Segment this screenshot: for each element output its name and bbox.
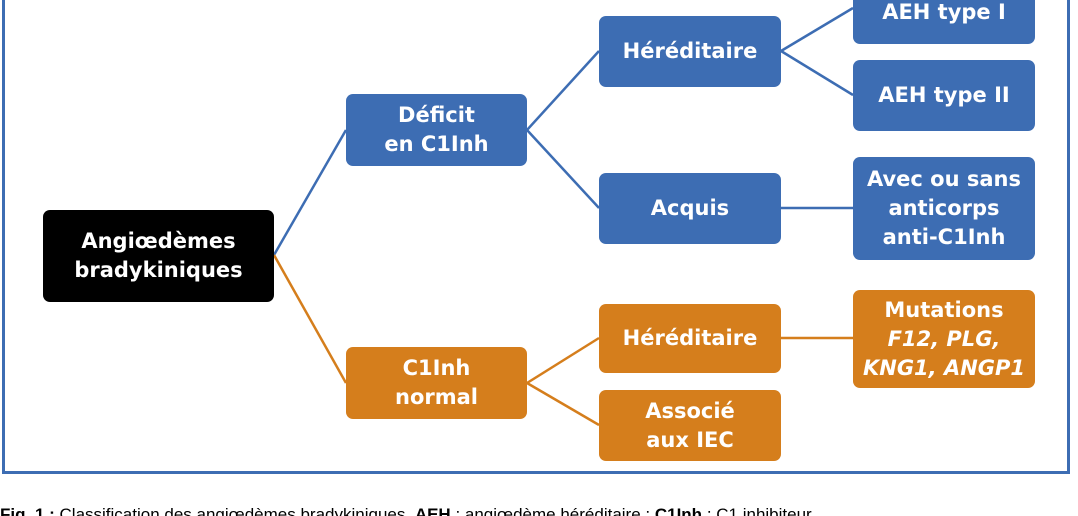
node-label-line: Héréditaire: [622, 326, 758, 350]
node-label-line: Associé: [645, 398, 735, 423]
caption-fig-label: Fig. 1 :: [0, 505, 55, 516]
connector-deficit-hered: [526, 50, 600, 131]
node-label-line: bradykiniques: [74, 258, 243, 282]
node-label-line: anti-C1Inh: [882, 225, 1006, 249]
connector-deficit-acquis: [526, 129, 600, 209]
node-avec-ou-sans-anticorps: Avec ou sans anticorps anti-C1Inh: [853, 157, 1035, 260]
node-label-line: AEH type I: [882, 0, 1006, 24]
node-acquis: Acquis: [599, 173, 781, 244]
node-label-line: C1Inh: [402, 356, 471, 380]
node-label-line: Déficit: [398, 103, 475, 127]
caption-text: : angiœdème héréditaire ;: [455, 505, 651, 516]
caption-abbr-aeh: AEH: [414, 505, 451, 516]
connector-hered-aeh2: [780, 49, 854, 97]
node-mutations: Mutations F12, PLG, KNG1, ANGP1: [853, 290, 1035, 388]
node-associe-iec: Associé aux IEC: [599, 390, 781, 461]
connector-root-normal: [272, 254, 348, 384]
figure-caption: Fig. 1 : Classification des angiœdèmes b…: [0, 498, 1078, 516]
node-label-line: aux IEC: [646, 427, 734, 452]
node-label-line: Acquis: [650, 196, 730, 220]
caption-text: Classification des angiœdèmes bradykiniq…: [59, 505, 411, 516]
node-c1inh-normal: C1Inh normal: [346, 347, 527, 419]
node-label-line: anticorps: [888, 196, 1000, 220]
node-hereditaire-orange: Héréditaire: [599, 304, 781, 373]
node-label-line: Avec ou sans: [866, 167, 1021, 191]
node-label-line: Héréditaire: [622, 39, 758, 63]
connector-hered-aeh1: [780, 6, 854, 53]
connector-normal-associe: [526, 381, 600, 427]
node-label-line: en C1Inh: [384, 132, 489, 156]
caption-abbr-c1inh: C1Inh: [654, 505, 703, 516]
figure-frame: [2, 0, 1070, 474]
node-aeh-type-2: AEH type II: [853, 60, 1035, 131]
node-label-line: Mutations: [884, 297, 1004, 322]
node-label-line: normal: [395, 385, 478, 409]
node-label-line: AEH type II: [878, 83, 1010, 107]
node-deficit-c1inh: Déficit en C1Inh: [346, 94, 527, 166]
connector-root-deficit: [272, 129, 348, 256]
node-label-line: F12, PLG,: [887, 326, 1001, 351]
caption-text: : C1 inhibiteur: [706, 505, 812, 516]
node-label-line: KNG1, ANGP1: [862, 355, 1026, 380]
connector-normal-hered: [526, 336, 600, 385]
node-angioedemes-bradykiniques: Angiœdèmes bradykiniques: [43, 210, 274, 302]
node-aeh-type-1: AEH type I: [853, 0, 1035, 44]
node-hereditaire-blue: Héréditaire: [599, 16, 781, 87]
node-label-line: Angiœdèmes: [81, 229, 236, 253]
